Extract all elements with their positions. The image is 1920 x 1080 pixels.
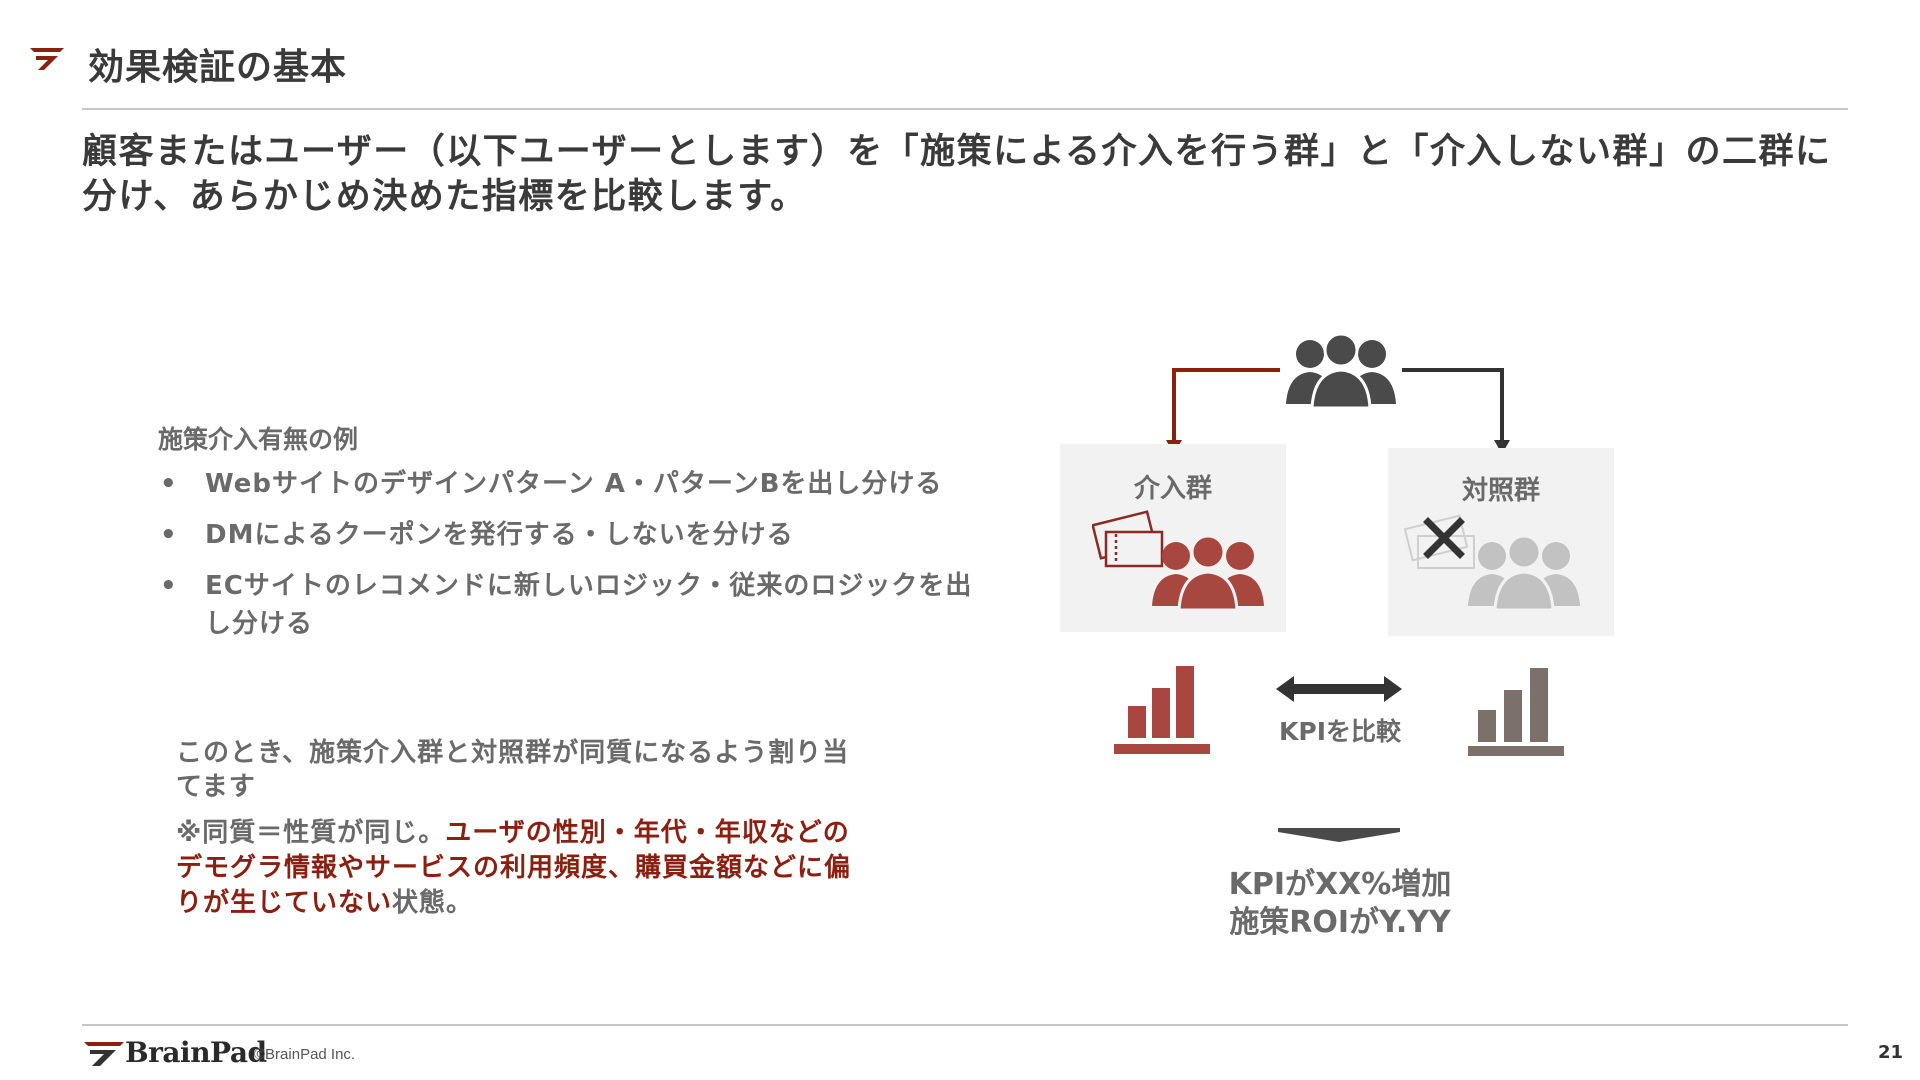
page-title: 効果検証の基本: [88, 47, 348, 88]
result-text: KPIがXX%増加 施策ROIがY.YY: [1180, 866, 1500, 942]
copyright-text: ©BrainPad Inc.: [254, 1046, 356, 1063]
bullet-dot: •: [160, 469, 178, 499]
bullet-dot: •: [160, 571, 178, 601]
treatment-people-icon: [1152, 534, 1264, 610]
assignment-note: このとき、施策介入群と対照群が同質になるよう割り当てます: [176, 738, 850, 802]
footer-divider: [82, 1024, 1848, 1026]
result-line-1: KPIがXX%増加: [1228, 867, 1452, 902]
homogeneity-note-suffix: 状態。: [392, 888, 474, 918]
list-item: • Webサイトのデザインパターン A・パターンBを出し分ける: [160, 465, 980, 503]
control-group-label: 対照群: [1461, 476, 1540, 506]
down-chevron-icon: [1278, 828, 1400, 842]
lead-text: 顧客またはユーザー（以下ユーザーとします）を「施策による介入を行う群」と「介入し…: [82, 130, 1842, 220]
bullet-dot: •: [160, 520, 178, 550]
examples-title: 施策介入有無の例: [158, 425, 359, 454]
kpi-compare-label: KPIを比較: [1279, 717, 1401, 746]
group-icon: [1286, 332, 1396, 408]
homogeneity-note: ※同質＝性質が同じ。ユーザの性別・年代・年収などのデモグラ情報やサービスの利用頻…: [176, 816, 876, 921]
list-item-text: Webサイトのデザインパターン A・パターンBを出し分ける: [205, 469, 943, 499]
page-number: 21: [1878, 1042, 1904, 1063]
homogeneity-note-prefix: ※同質＝性質が同じ。: [176, 818, 446, 848]
brainpad-logo-text: BrainPad: [125, 1036, 267, 1069]
examples-list: • Webサイトのデザインパターン A・パターンBを出し分ける • DMによるクーポ…: [160, 465, 980, 656]
result-line-2: 施策ROIがY.YY: [1229, 905, 1451, 940]
homogeneity-note-highlight: ユーザの性別・年代・年収などのデモグラ情報やサービスの利用頻度、購買金額などに偏…: [176, 818, 852, 918]
cross-icon: [1423, 517, 1465, 559]
list-item: • ECサイトのレコメンドに新しいロジック・従来のロジックを出し分ける: [160, 567, 980, 643]
header-divider: [82, 108, 1848, 110]
treatment-group-label: 介入群: [1133, 474, 1212, 504]
brand-mark-icon: [30, 48, 64, 70]
control-bar-chart-icon: [1468, 668, 1564, 756]
treatment-bar-chart-icon: [1114, 666, 1210, 754]
control-people-icon: [1468, 534, 1580, 610]
lead-line-2: 分け、あらかじめ決めた指標を比較します。: [82, 177, 807, 217]
list-item-text: DMによるクーポンを発行する・しないを分ける: [205, 520, 794, 550]
lead-line-1: 顧客またはユーザー（以下ユーザーとします）を「施策による介入を行う群」と「介入し…: [82, 132, 1832, 172]
double-arrow-icon: [1276, 676, 1402, 702]
list-item: • DMによるクーポンを発行する・しないを分ける: [160, 516, 980, 554]
coupon-icon: [1092, 510, 1164, 568]
brainpad-logo-mark: [84, 1042, 124, 1066]
list-item-text: ECサイトのレコメンドに新しいロジック・従来のロジックを出し分ける: [205, 571, 973, 639]
